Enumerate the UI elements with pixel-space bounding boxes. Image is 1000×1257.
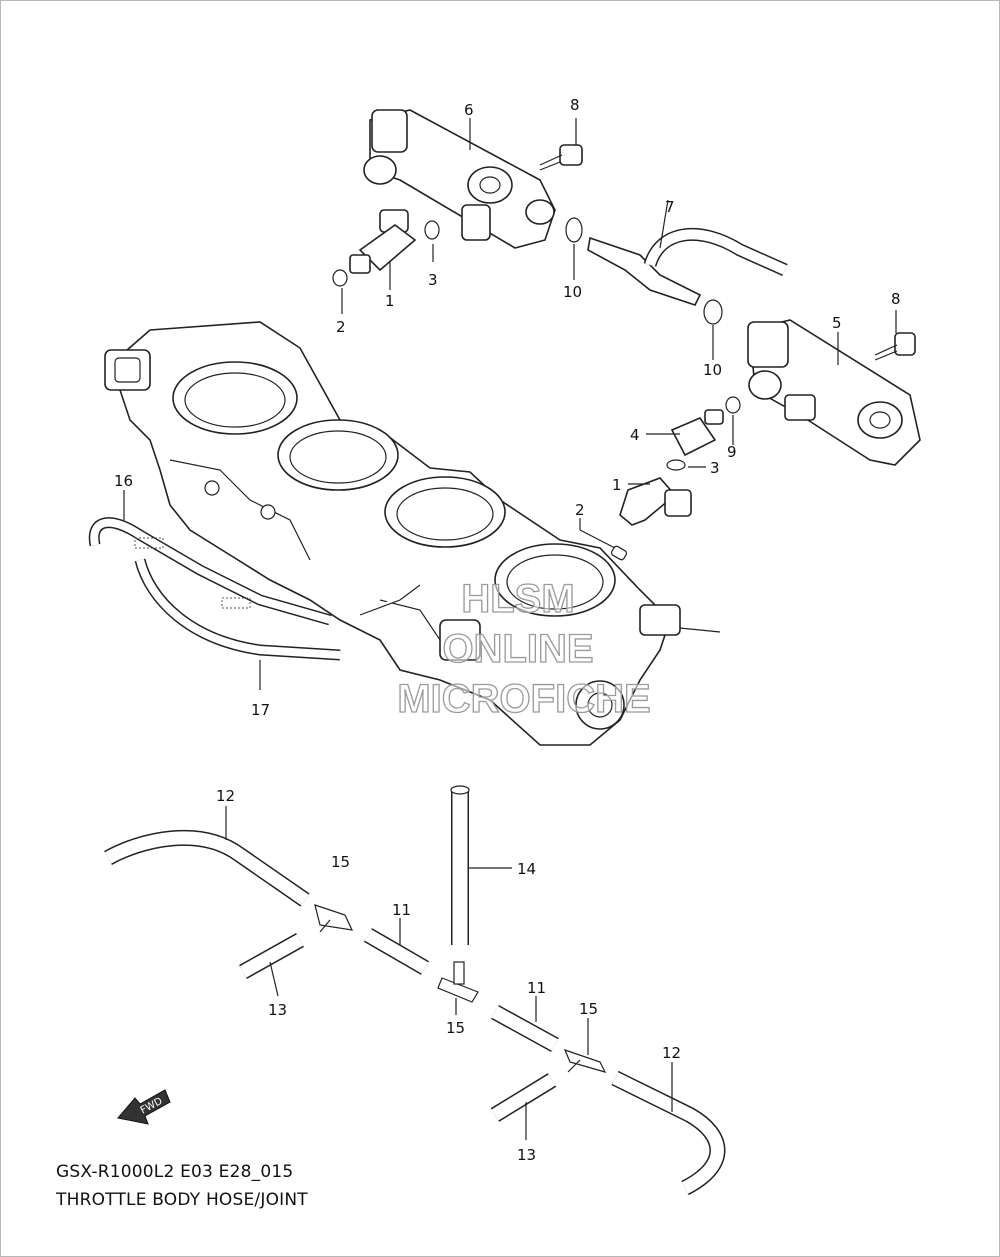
callout-11-left[interactable]: 11: [392, 901, 411, 919]
vacuum-hoses: [88, 517, 341, 661]
watermark-line-2: ONLINE: [442, 627, 593, 671]
leader-lines: [123, 118, 897, 1140]
callout-2-upper[interactable]: 2: [336, 318, 346, 336]
callout-2-lower[interactable]: 2: [575, 501, 585, 519]
callout-17[interactable]: 17: [251, 701, 270, 719]
diagram-code-caption: GSX-R1000L2 E03 E28_015: [56, 1162, 294, 1182]
callout-8-lower[interactable]: 8: [891, 290, 901, 308]
callout-1-lower[interactable]: 1: [612, 476, 622, 494]
bolt-upper: [539, 144, 583, 171]
callout-16[interactable]: 16: [114, 472, 133, 490]
injector-upper: [332, 209, 440, 287]
callout-10-lower[interactable]: 10: [703, 361, 722, 379]
front-direction-arrow-icon: FWD: [117, 1089, 171, 1125]
bolt-lower: [874, 332, 916, 361]
callout-9[interactable]: 9: [727, 443, 737, 461]
fuel-delivery-pipe-lower: [747, 319, 921, 466]
throttle-body: [104, 321, 721, 746]
fuel-delivery-pipe-upper: [363, 109, 556, 249]
callout-15-center[interactable]: 15: [446, 1019, 465, 1037]
callout-14[interactable]: 14: [517, 860, 536, 878]
callout-4[interactable]: 4: [630, 426, 640, 444]
callout-3-upper[interactable]: 3: [428, 271, 438, 289]
watermark-line-3: MICROFICHE: [397, 677, 650, 721]
watermark: HLSM ONLINE MICROFICHE: [397, 576, 652, 721]
callout-8-upper[interactable]: 8: [570, 96, 580, 114]
front-direction-label: FWD: [139, 1096, 165, 1117]
watermark-line-1: HLSM: [461, 577, 574, 621]
diagram-title-caption: THROTTLE BODY HOSE/JOINT: [56, 1190, 308, 1210]
callout-15-left[interactable]: 15: [331, 853, 350, 871]
callout-12-left[interactable]: 12: [216, 787, 235, 805]
callout-13-left[interactable]: 13: [268, 1001, 287, 1019]
callout-12-right[interactable]: 12: [662, 1044, 681, 1062]
callout-3-lower[interactable]: 3: [710, 459, 720, 477]
callout-13-right[interactable]: 13: [517, 1146, 536, 1164]
fuel-joint-and-injector-lower: [610, 396, 741, 561]
lower-hose-assembly: [104, 785, 726, 1196]
callout-numbers: 6 8 7 3 1 2 10 10 5 8 4 9 3 1 2 16 17 12…: [114, 96, 901, 1164]
callout-5[interactable]: 5: [832, 314, 842, 332]
callout-15-right[interactable]: 15: [579, 1000, 598, 1018]
callout-1-upper[interactable]: 1: [385, 292, 395, 310]
callout-10-upper[interactable]: 10: [563, 283, 582, 301]
callout-7[interactable]: 7: [665, 198, 675, 216]
callout-6[interactable]: 6: [464, 101, 474, 119]
fuel-feed-hose: [565, 217, 788, 325]
callout-11-right[interactable]: 11: [527, 979, 546, 997]
